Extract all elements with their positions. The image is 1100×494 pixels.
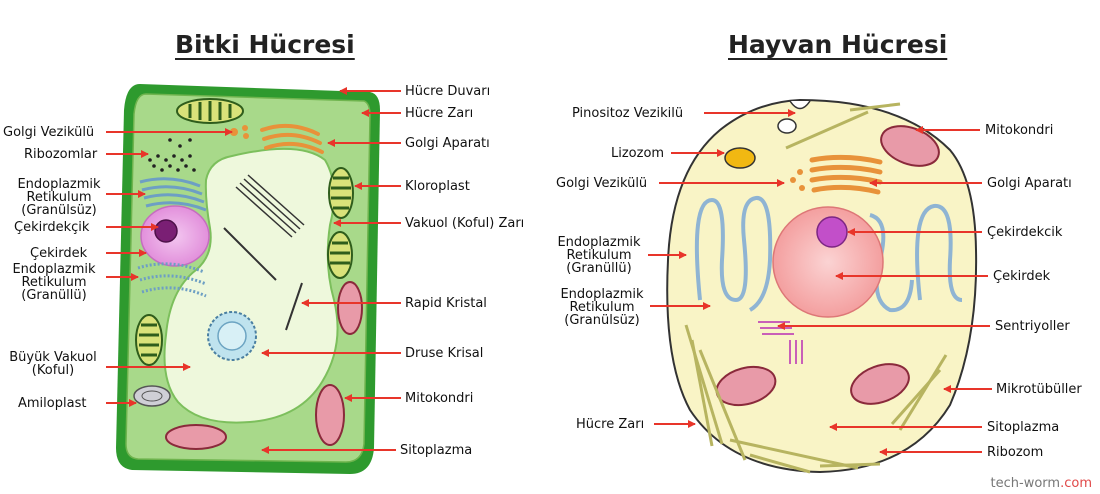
label-plant-amyloplast: Amiloplast <box>18 396 87 411</box>
label-plant-golgi-vesicle: Golgi Vezikülü <box>3 125 95 140</box>
label-plant-ribosomes: Ribozomlar <box>24 147 98 162</box>
label-animal-rough-er: Endoplazmik Retikulum (Granüllü) <box>557 235 641 276</box>
animal-lysosome <box>724 147 756 169</box>
label-plant-druse-crystal: Druse Krisal <box>405 346 484 361</box>
watermark: tech-worm.com <box>990 476 1092 491</box>
animal-microtubules <box>684 102 948 474</box>
label-plant-large-vacuole: Büyük Vakuol (Koful) <box>9 350 97 378</box>
label-plant-nucleus: Çekirdek <box>30 246 88 261</box>
plant-mitochondria <box>165 281 363 450</box>
animal-rough-er <box>694 196 963 312</box>
label-animal-nucleolus: Çekirdekcik <box>987 225 1063 240</box>
label-animal-centrioles: Sentriyoller <box>995 319 1070 334</box>
animal-nucleolus <box>816 216 848 248</box>
label-plant-golgi-apparatus: Golgi Aparatı <box>405 136 490 151</box>
label-plant-raphide-crystal: Rapid Kristal <box>405 296 487 311</box>
plant-ribosomes <box>148 138 196 172</box>
plant-cell-title: Bitki Hücresi <box>175 30 355 59</box>
label-plant-vacuole-membrane: Vakuol (Koful) Zarı <box>405 216 525 231</box>
label-plant-rough-er: Endoplazmik Retikulum (Granüllü) <box>12 262 96 303</box>
animal-nucleus <box>772 206 884 318</box>
plant-druse-crystal <box>207 311 257 361</box>
label-animal-golgi-apparatus: Golgi Aparatı <box>987 176 1072 191</box>
label-plant-cell-membrane: Hücre Zarı <box>405 106 474 121</box>
label-plant-mitochondria: Mitokondri <box>405 391 474 406</box>
plant-smooth-er <box>139 177 207 212</box>
plant-chloroplasts <box>135 98 354 366</box>
label-animal-cytoplasm: Sitoplazma <box>987 420 1060 435</box>
plant-cell <box>116 84 380 474</box>
label-animal-cell-membrane: Hücre Zarı <box>576 417 645 432</box>
plant-label-arrows <box>106 87 401 454</box>
animal-smooth-er <box>869 213 914 313</box>
label-animal-mitochondria: Mitokondri <box>985 123 1054 138</box>
plant-amyloplast <box>133 385 171 407</box>
plant-raphide-crystal <box>223 174 305 331</box>
label-plant-smooth-er: Endoplazmik Retikulum (Granülsüz) <box>17 177 101 218</box>
animal-cell <box>666 98 978 474</box>
label-plant-cytoplasm: Sitoplazma <box>400 443 473 458</box>
label-animal-lysosome: Lizozom <box>611 146 665 161</box>
label-plant-cell-wall: Hücre Duvarı <box>405 84 491 99</box>
animal-label-arrows <box>648 109 992 456</box>
label-animal-microtubules: Mikrotübüller <box>996 382 1082 397</box>
label-animal-golgi-vesicle: Golgi Vezikülü <box>556 176 648 191</box>
label-plant-chloroplast: Kloroplast <box>405 179 470 194</box>
animal-cell-title: Hayvan Hücresi <box>728 30 948 59</box>
label-animal-ribosome: Ribozom <box>987 445 1044 460</box>
label-animal-pinocytic-vesicle: Pinositoz Vezikilü <box>572 106 684 121</box>
plant-nucleolus <box>154 219 178 243</box>
label-animal-nucleus: Çekirdek <box>993 269 1051 284</box>
plant-golgi <box>260 123 324 154</box>
plant-rough-er <box>137 262 207 298</box>
label-animal-smooth-er: Endoplazmik Retikulum (Granülsüz) <box>560 287 644 328</box>
label-plant-nucleolus: Çekirdekçik <box>14 220 90 235</box>
